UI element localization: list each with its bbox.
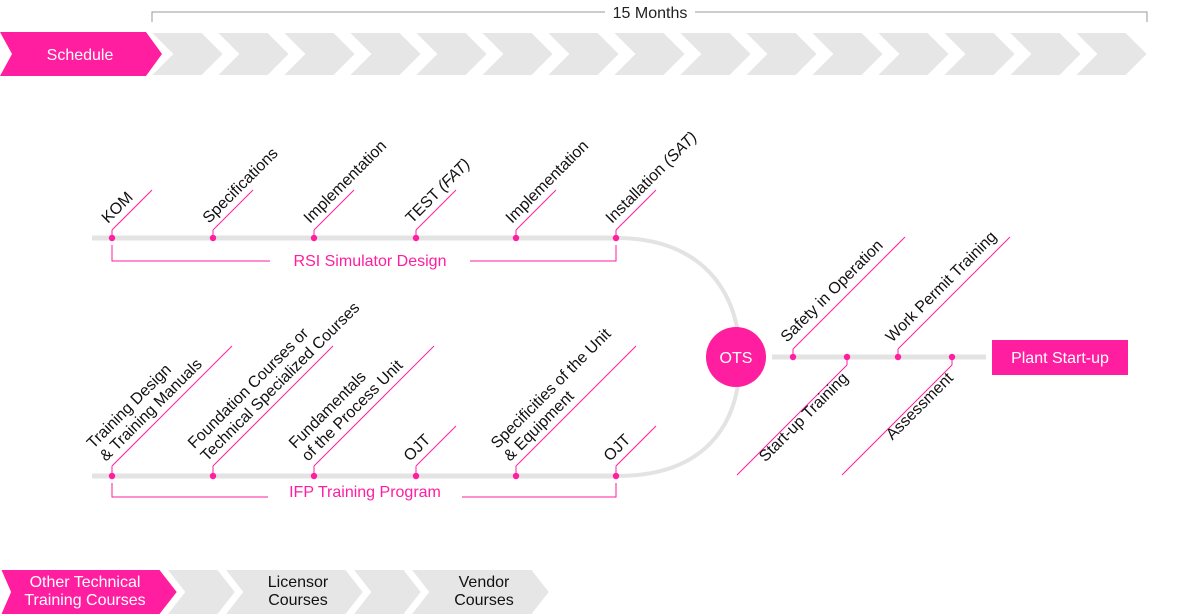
milestone-dot bbox=[209, 234, 217, 242]
rsi-track-title: RSI Simulator Design bbox=[294, 253, 447, 270]
schedule-month-chevron bbox=[1071, 31, 1150, 77]
milestone-label: Implementation bbox=[503, 137, 592, 226]
milestone-dot bbox=[512, 472, 520, 480]
ifp-milestones: Training Design& Training ManualsFoundat… bbox=[84, 299, 657, 480]
milestone-label: OJT bbox=[601, 431, 635, 465]
duration-bracket: 15 Months bbox=[151, 5, 1148, 22]
milestone-label: Safety in Operation bbox=[778, 237, 887, 346]
ots-label: OTS bbox=[720, 350, 753, 367]
schedule-month-chevron bbox=[279, 31, 358, 77]
rsi-milestone: Specifications bbox=[200, 145, 282, 242]
milestone-label: Specificities of the Unit& Equipment bbox=[488, 325, 628, 465]
rsi-bracket: RSI Simulator Design bbox=[111, 245, 617, 270]
ots-milestone-above: Work Permit Training bbox=[883, 228, 1011, 361]
course-chevron bbox=[163, 568, 238, 615]
schedule-month-chevron bbox=[477, 31, 556, 77]
plant-startup-box: Plant Start-up bbox=[992, 340, 1128, 375]
rsi-milestone: Implementation bbox=[503, 137, 592, 242]
schedule-month-chevron bbox=[939, 31, 1018, 77]
ots-node: OTS bbox=[706, 327, 766, 387]
milestone-dot bbox=[310, 234, 318, 242]
ots-milestone-below: Assessment bbox=[841, 353, 957, 476]
schedule-month-chevron bbox=[543, 31, 622, 77]
milestone-dot bbox=[108, 472, 116, 480]
milestone-dot bbox=[108, 234, 116, 242]
duration-label: 15 Months bbox=[613, 5, 688, 22]
ots-milestone-above: Safety in Operation bbox=[778, 236, 906, 361]
ifp-track-title: IFP Training Program bbox=[289, 484, 441, 501]
milestone-label: TEST (FAT) bbox=[403, 156, 474, 227]
milestone-dot bbox=[843, 353, 851, 361]
milestone-dot bbox=[612, 472, 620, 480]
schedule-chevron-label bbox=[0, 32, 162, 76]
schedule-month-chevron bbox=[675, 31, 754, 77]
milestone-dot bbox=[948, 353, 956, 361]
rsi-milestone: Implementation bbox=[301, 137, 390, 242]
schedule-month-chevron bbox=[147, 31, 226, 77]
milestone-label: Assessment bbox=[883, 369, 957, 443]
milestone-label: Implementation bbox=[301, 137, 390, 226]
milestone-label: KOM bbox=[99, 189, 137, 227]
milestone-dot bbox=[412, 472, 420, 480]
milestone-label: Specifications bbox=[200, 145, 282, 227]
rsi-milestone: KOM bbox=[99, 189, 153, 242]
ifp-bracket: IFP Training Program bbox=[111, 483, 617, 501]
ifp-milestone: OJT bbox=[601, 425, 657, 480]
schedule-month-chevron bbox=[213, 31, 292, 77]
milestone-dot bbox=[512, 234, 520, 242]
milestone-label: Work Permit Training bbox=[883, 228, 1000, 345]
rsi-milestone: Installation (SAT) bbox=[603, 129, 701, 242]
schedule-month-chevron bbox=[609, 31, 688, 77]
milestone-label: Training Design& Training Manuals bbox=[84, 343, 206, 465]
schedule-row bbox=[0, 31, 1150, 77]
milestone-dot bbox=[209, 472, 217, 480]
milestone-dot bbox=[894, 353, 902, 361]
schedule-month-chevron bbox=[873, 31, 952, 77]
milestone-label: Installation (SAT) bbox=[603, 129, 701, 227]
schedule-month-chevron bbox=[741, 31, 820, 77]
course-chevron bbox=[349, 568, 424, 615]
rsi-milestone: TEST (FAT) bbox=[403, 156, 474, 242]
ifp-milestone: OJT bbox=[401, 425, 457, 480]
milestone-label: Start-up Training bbox=[756, 370, 852, 466]
milestone-label: OJT bbox=[401, 431, 435, 465]
schedule-month-chevron bbox=[807, 31, 886, 77]
ifp-milestone: Foundation Courses orTechnical Specializ… bbox=[185, 299, 363, 480]
milestone-dot bbox=[789, 353, 797, 361]
milestone-dot bbox=[612, 234, 620, 242]
milestone-dot bbox=[412, 234, 420, 242]
schedule-label: Schedule bbox=[47, 47, 114, 64]
plant-startup-label: Plant Start-up bbox=[1011, 350, 1109, 367]
schedule-month-chevron bbox=[345, 31, 424, 77]
schedule-month-chevron bbox=[411, 31, 490, 77]
milestone-dot bbox=[310, 472, 318, 480]
schedule-month-chevron bbox=[1005, 31, 1084, 77]
